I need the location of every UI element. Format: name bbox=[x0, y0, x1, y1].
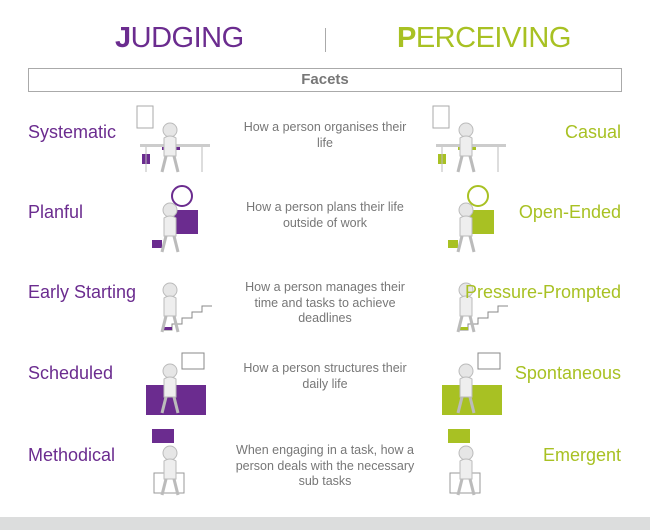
facet-description: How a person structures their daily life bbox=[243, 361, 407, 391]
perceiving-rest: ERCEIVING bbox=[415, 22, 572, 54]
perceiving-facet: Pressure-Prompted bbox=[464, 282, 621, 302]
judging-illustration bbox=[132, 264, 218, 336]
facet-row: Systematic How a person organises their … bbox=[0, 105, 650, 192]
facet-description: How a person manages their time and task… bbox=[245, 280, 405, 325]
perceiving-facet: Emergent bbox=[542, 445, 621, 465]
perceiving-facet: Spontaneous bbox=[514, 363, 621, 383]
judging-rest: UDGING bbox=[130, 22, 245, 54]
judging-illustration bbox=[132, 104, 218, 176]
judging-initial: J bbox=[115, 22, 131, 54]
perceiving-illustration bbox=[428, 184, 514, 256]
judging-facet: Planful bbox=[28, 202, 84, 222]
perceiving-facet: Casual bbox=[564, 122, 621, 142]
facet-description: When engaging in a task, how a person de… bbox=[235, 443, 415, 488]
perceiving-initial: P bbox=[397, 22, 416, 54]
facet-row: Planful How a person plans their life ou… bbox=[0, 185, 650, 272]
facet-row: Scheduled How a person structures their … bbox=[0, 352, 650, 433]
perceiving-facet: Open-Ended bbox=[518, 202, 621, 222]
perceiving-illustration bbox=[428, 427, 514, 499]
facet-row: Early Starting How a person manages thei… bbox=[0, 272, 650, 352]
facet-row: Methodical When engaging in a task, how … bbox=[0, 429, 650, 515]
judging-heading: JUDGING bbox=[115, 22, 244, 55]
judging-illustration bbox=[132, 345, 218, 417]
judging-facet: Systematic bbox=[28, 122, 117, 142]
judging-facet: Early Starting bbox=[28, 282, 137, 302]
perceiving-illustration bbox=[428, 264, 514, 336]
footer-bar bbox=[0, 517, 650, 530]
judging-illustration bbox=[132, 184, 218, 256]
judging-facet: Methodical bbox=[28, 445, 116, 465]
judging-illustration bbox=[132, 427, 218, 499]
judging-facet: Scheduled bbox=[28, 363, 114, 383]
heading-divider bbox=[325, 28, 326, 52]
facets-header: Facets bbox=[28, 68, 622, 92]
perceiving-illustration bbox=[428, 104, 514, 176]
perceiving-heading: PERCEIVING bbox=[397, 22, 571, 55]
perceiving-illustration bbox=[428, 345, 514, 417]
facet-description: How a person plans their life outside of… bbox=[246, 200, 404, 230]
facet-description: How a person organises their life bbox=[243, 120, 407, 150]
